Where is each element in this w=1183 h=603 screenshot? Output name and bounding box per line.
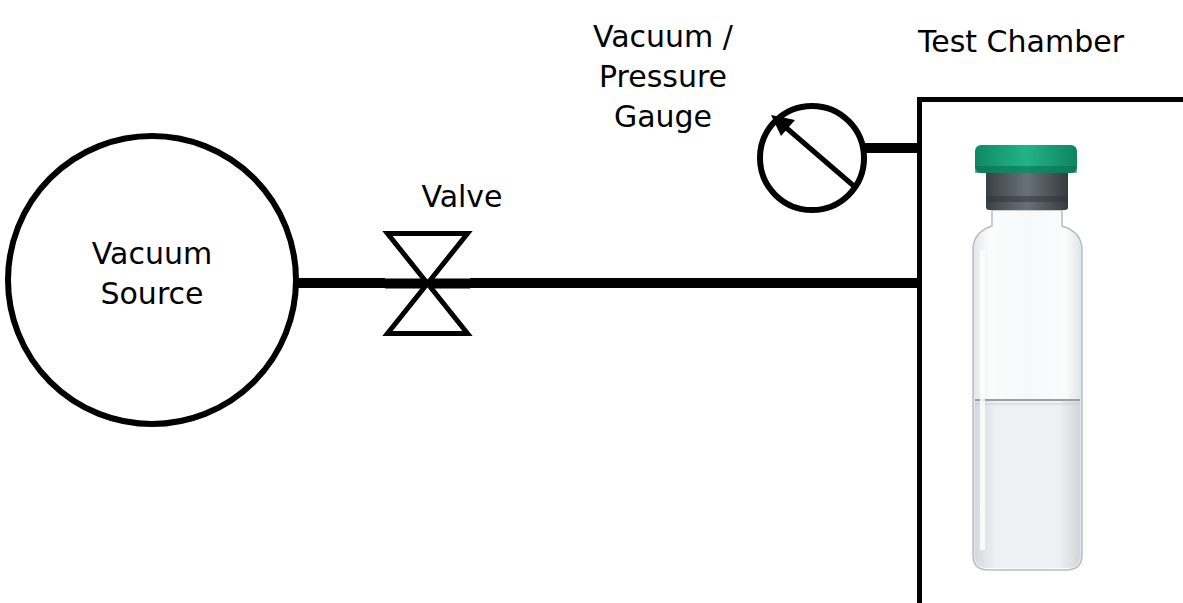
node-label: Vacuum / Pressure Gauge xyxy=(573,17,753,137)
pipe-connector xyxy=(470,283,917,284)
valve-symbol: Valve xyxy=(385,231,470,336)
pressure-gauge-outline xyxy=(757,103,867,213)
node-label: Valve xyxy=(385,177,539,217)
node-label: Vacuum Source xyxy=(45,234,259,314)
vacuum-source-circle: Vacuum Source xyxy=(5,133,299,427)
pipe-connector xyxy=(295,283,385,284)
pressure-gauge: Vacuum / Pressure Gauge xyxy=(757,103,867,213)
pipe-connector xyxy=(862,148,917,149)
test-chamber-box: Test Chamber xyxy=(917,97,1183,603)
node-label: Test Chamber xyxy=(918,22,1124,62)
valve-symbol-outline xyxy=(385,231,470,336)
